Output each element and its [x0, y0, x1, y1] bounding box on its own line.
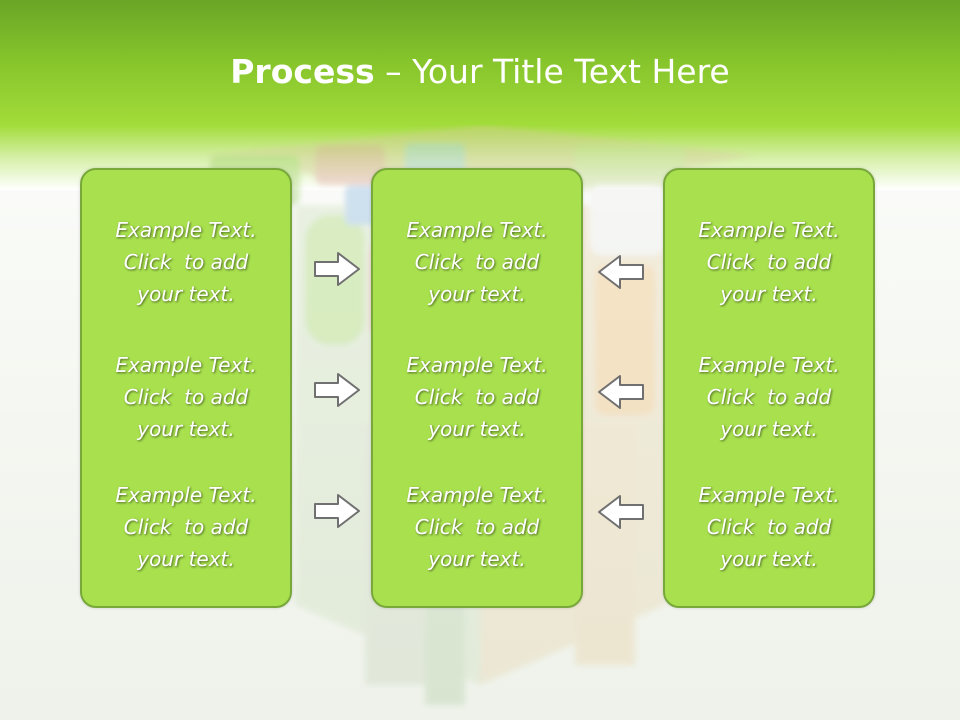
text-line: your text.: [137, 417, 235, 441]
arrow-right-icon[interactable]: [312, 492, 362, 530]
text-line: your text.: [720, 417, 818, 441]
arrow-right-icon[interactable]: [312, 250, 362, 288]
text-block[interactable]: Example Text. Click to add your text.: [665, 479, 873, 575]
title-bold: Process: [230, 52, 375, 91]
text-line: Example Text.: [698, 218, 840, 242]
arrow-left-icon[interactable]: [596, 373, 646, 411]
text-line: Example Text.: [406, 483, 548, 507]
arrow-left-icon[interactable]: [596, 253, 646, 291]
text-line: Example Text.: [698, 353, 840, 377]
text-line: Click to add: [414, 385, 540, 409]
text-block[interactable]: Example Text. Click to add your text.: [82, 214, 290, 310]
process-box-right[interactable]: Example Text. Click to add your text. Ex…: [663, 168, 875, 608]
text-line: Example Text.: [115, 353, 257, 377]
text-line: Click to add: [414, 250, 540, 274]
title-rest: – Your Title Text Here: [374, 52, 730, 91]
text-line: Click to add: [123, 250, 249, 274]
text-line: Example Text.: [115, 483, 257, 507]
text-line: Click to add: [123, 385, 249, 409]
text-line: your text.: [428, 282, 526, 306]
text-line: your text.: [720, 282, 818, 306]
text-block[interactable]: Example Text. Click to add your text.: [82, 349, 290, 445]
text-line: Click to add: [706, 385, 832, 409]
text-block[interactable]: Example Text. Click to add your text.: [82, 479, 290, 575]
text-line: your text.: [428, 547, 526, 571]
text-line: Click to add: [706, 250, 832, 274]
text-block[interactable]: Example Text. Click to add your text.: [373, 349, 581, 445]
text-block[interactable]: Example Text. Click to add your text.: [373, 214, 581, 310]
arrow-right-icon[interactable]: [312, 371, 362, 409]
text-block[interactable]: Example Text. Click to add your text.: [665, 214, 873, 310]
text-block[interactable]: Example Text. Click to add your text.: [373, 479, 581, 575]
slide-title[interactable]: Process – Your Title Text Here: [0, 52, 960, 91]
process-box-left[interactable]: Example Text. Click to add your text. Ex…: [80, 168, 292, 608]
text-line: your text.: [428, 417, 526, 441]
arrow-left-icon[interactable]: [596, 493, 646, 531]
process-box-middle[interactable]: Example Text. Click to add your text. Ex…: [371, 168, 583, 608]
text-line: your text.: [137, 282, 235, 306]
text-line: your text.: [137, 547, 235, 571]
text-block[interactable]: Example Text. Click to add your text.: [665, 349, 873, 445]
text-line: your text.: [720, 547, 818, 571]
text-line: Example Text.: [406, 353, 548, 377]
text-line: Click to add: [414, 515, 540, 539]
text-line: Click to add: [706, 515, 832, 539]
text-line: Click to add: [123, 515, 249, 539]
text-line: Example Text.: [698, 483, 840, 507]
text-line: Example Text.: [115, 218, 257, 242]
text-line: Example Text.: [406, 218, 548, 242]
